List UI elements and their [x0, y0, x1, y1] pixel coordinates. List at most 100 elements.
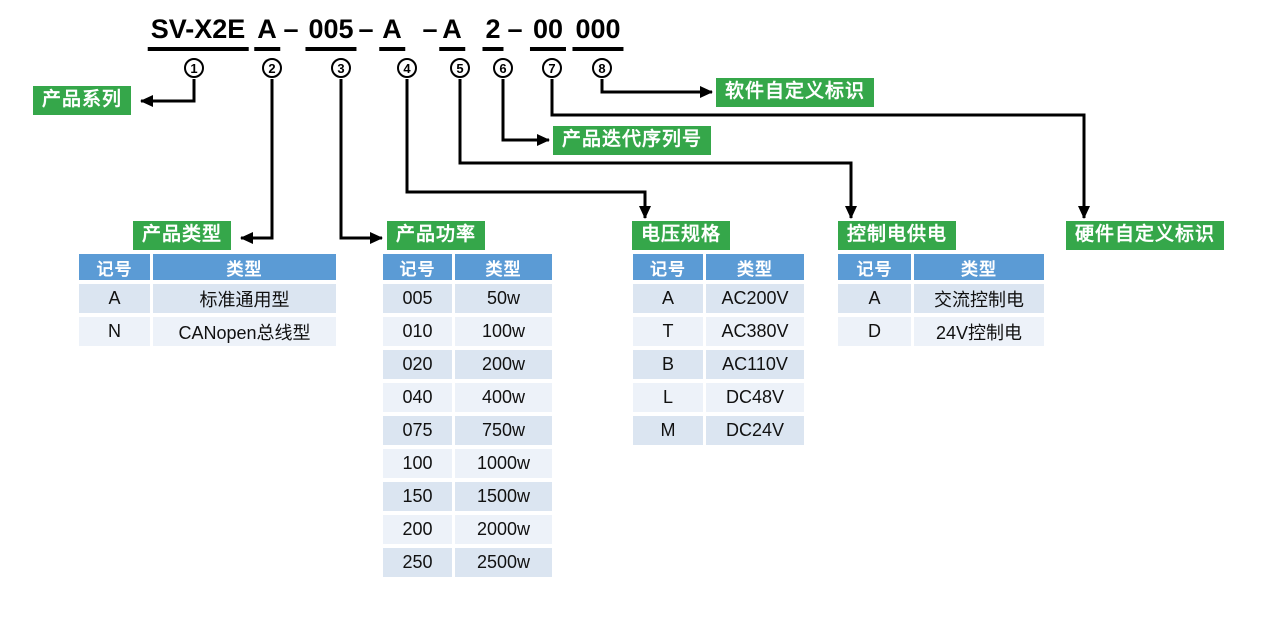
digit-marker-3: 3: [331, 58, 351, 78]
column-header: 记号: [79, 254, 150, 280]
table-cell: B: [633, 350, 703, 379]
header-row: 记号类型: [383, 254, 552, 280]
table-cell: 100w: [455, 317, 552, 346]
table-cell: 标准通用型: [153, 284, 336, 313]
table-cell: L: [633, 383, 703, 412]
header-row: 记号类型: [79, 254, 336, 280]
label-hardware-custom-id: 硬件自定义标识: [1066, 221, 1225, 250]
column-header: 记号: [838, 254, 911, 280]
column-header: 记号: [383, 254, 452, 280]
digit-marker-1: 1: [184, 58, 204, 78]
table-cell: T: [633, 317, 703, 346]
table-cell: 1000w: [455, 449, 552, 478]
table-cell: 040: [383, 383, 452, 412]
code-segment: 2: [482, 14, 504, 51]
connector-6-iteration-serial: [501, 79, 550, 146]
header-row: 记号类型: [633, 254, 804, 280]
code-separator: –: [422, 14, 438, 44]
digit-marker-6: 6: [493, 58, 513, 78]
table-cell: A: [838, 284, 911, 313]
table-cell: 750w: [455, 416, 552, 445]
table-cell: 200: [383, 515, 452, 544]
table-cell: A: [633, 284, 703, 313]
column-header: 记号: [633, 254, 703, 280]
table-cell: D: [838, 317, 911, 346]
digit-marker-4: 4: [397, 58, 417, 78]
column-header: 类型: [706, 254, 804, 280]
code-segment: 00: [529, 14, 567, 51]
table-title-product-power: 产品功率: [387, 221, 486, 250]
table-cell: 50w: [455, 284, 552, 313]
table-cell: 200w: [455, 350, 552, 379]
table-cell: 150: [383, 482, 452, 511]
column-header: 类型: [914, 254, 1044, 280]
table-cell: 100: [383, 449, 452, 478]
table-cell: CANopen总线型: [153, 317, 336, 346]
table-cell: A: [79, 284, 150, 313]
column-header: 类型: [455, 254, 552, 280]
code-segment: SV-X2E: [147, 14, 249, 51]
digit-marker-2: 2: [262, 58, 282, 78]
connector-2-product-type: [240, 79, 274, 244]
table-cell: AC110V: [706, 350, 804, 379]
table-cell: 400w: [455, 383, 552, 412]
table-cell: 020: [383, 350, 452, 379]
table-cell: 2500w: [455, 548, 552, 577]
code-separator: –: [358, 14, 374, 44]
code-separator: –: [283, 14, 299, 44]
code-segment: A: [254, 14, 280, 51]
table-cell: AC200V: [706, 284, 804, 313]
label-iteration-serial: 产品迭代序列号: [553, 126, 712, 155]
table-title-control-power: 控制电供电: [838, 221, 957, 250]
connector-1-product-series: [140, 79, 196, 107]
table-cell: AC380V: [706, 317, 804, 346]
table-cell: 24V控制电: [914, 317, 1044, 346]
table-cell: 2000w: [455, 515, 552, 544]
label-product-series: 产品系列: [33, 86, 132, 115]
table-cell: DC48V: [706, 383, 804, 412]
table-cell: 005: [383, 284, 452, 313]
table-cell: 1500w: [455, 482, 552, 511]
table-cell: 075: [383, 416, 452, 445]
label-software-custom-id: 软件自定义标识: [716, 78, 875, 107]
table-cell: DC24V: [706, 416, 804, 445]
connector-3-product-power: [339, 79, 383, 244]
code-separator: –: [507, 14, 523, 44]
connector-8-software-custom-id: [600, 79, 713, 98]
column-header: 类型: [153, 254, 336, 280]
code-segment: A: [439, 14, 465, 51]
code-segment: 005: [305, 14, 357, 51]
table-cell: N: [79, 317, 150, 346]
table-cell: 250: [383, 548, 452, 577]
digit-marker-7: 7: [542, 58, 562, 78]
digit-marker-5: 5: [450, 58, 470, 78]
table-title-product-type: 产品类型: [133, 221, 232, 250]
digit-marker-8: 8: [592, 58, 612, 78]
code-segment: A: [379, 14, 405, 51]
